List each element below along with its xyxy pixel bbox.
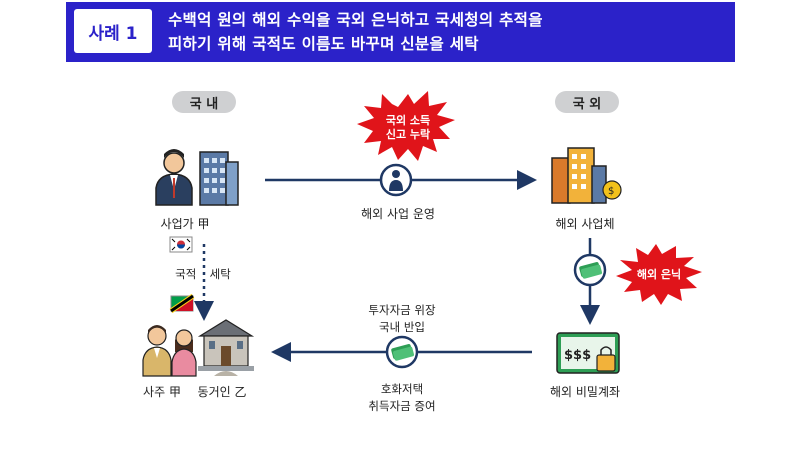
header-line-2: 피하기 위해 국적도 이름도 바꾸며 신분을 세탁 [168, 35, 479, 53]
mansion-icon [197, 319, 255, 376]
burst-right-icon [616, 244, 702, 305]
svg-text:$$$: $$$ [564, 348, 591, 363]
nationality-word-2: 세탁 [209, 267, 231, 281]
secret-account-icon: $$$ [556, 332, 620, 374]
businessman-icon [155, 149, 193, 206]
nationality-word-1: 국적 [175, 267, 197, 281]
svg-text:$: $ [608, 186, 614, 197]
korea-flag-icon [169, 236, 193, 253]
flow-bottom-lower-label: 호화저택 취득자금 증여 [350, 381, 454, 415]
cohabitant-label: 동거인 乙 [197, 385, 247, 399]
burst-top-line-2: 신고 누락 [385, 128, 431, 141]
money-circle-bottom-icon [385, 335, 419, 369]
businessman-label: 사업가 甲 [160, 217, 210, 231]
flow-top-label: 해외 사업 운영 [361, 207, 435, 221]
case-badge: 사례 1 [74, 9, 152, 53]
burst-right-text: 해외 은닉 [636, 268, 682, 281]
flow-bottom-lower-line-2: 취득자금 증여 [368, 399, 436, 413]
money-circle-right-icon [573, 253, 607, 287]
flow-bottom-upper-line-1: 투자자금 위장 [368, 303, 436, 317]
foreign-pill: 국 외 [555, 91, 619, 113]
flow-bottom-upper-label: 투자자금 위장 국내 반입 [350, 302, 454, 336]
owner-person-icon [142, 325, 172, 377]
businessman-circle-icon [379, 163, 413, 197]
owner-label: 사주 甲 [143, 385, 181, 399]
burst-top-icon [357, 91, 455, 161]
domestic-pill: 국 내 [172, 91, 236, 113]
nationality-label: 국적 세탁 [168, 266, 238, 282]
header-line-1: 수백억 원의 해외 수익을 국외 은닉하고 국세청의 추적을 [168, 11, 543, 29]
header-banner [66, 2, 735, 62]
burst-top-text: 국외 소득 신고 누락 [377, 114, 439, 142]
overseas-entity-label: 해외 사업체 [555, 217, 615, 231]
flow-bottom-upper-line-2: 국내 반입 [379, 320, 425, 334]
burst-top-line-1: 국외 소득 [385, 114, 431, 127]
overseas-building-icon: $ [551, 147, 622, 204]
st-kitts-flag-icon [169, 293, 195, 314]
secret-account-label: 해외 비밀계좌 [549, 385, 621, 399]
flow-bottom-lower-line-1: 호화저택 [380, 382, 424, 396]
cohabitant-person-icon [171, 329, 197, 377]
office-building-icon [199, 151, 239, 206]
